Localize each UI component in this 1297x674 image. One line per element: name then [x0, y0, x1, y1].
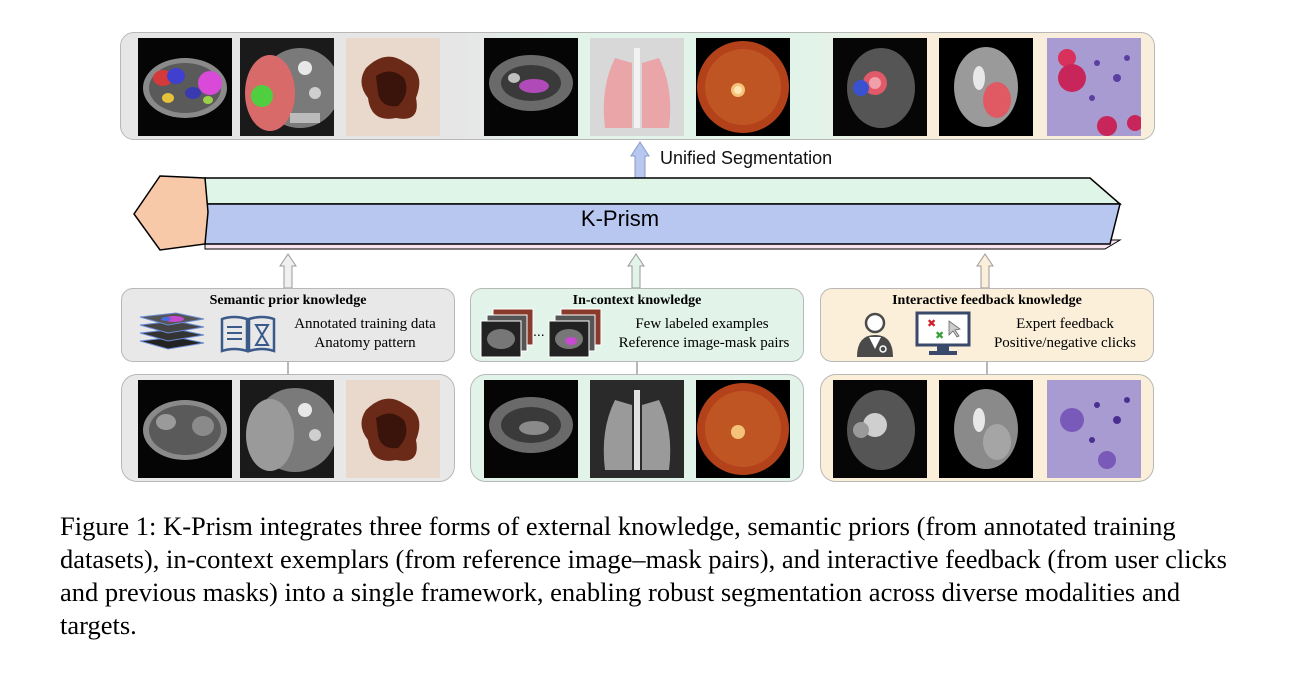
semantic-line-1: Annotated training data	[294, 316, 436, 332]
semantic-connector	[287, 362, 289, 374]
doctor-icon	[857, 312, 893, 357]
input-abdomen-mri-image	[138, 380, 232, 478]
output-cardiac-short-axis-image	[833, 38, 927, 136]
output-chest-xray-image	[590, 38, 684, 136]
interactive-line-2: Positive/negative clicks	[993, 335, 1137, 351]
output-histology-image	[1047, 38, 1141, 136]
svg-text:✖: ✖	[935, 329, 944, 342]
output-abdomen-mri-image	[138, 38, 232, 136]
incontext-connector	[636, 362, 638, 374]
unified-segmentation-label: Unified Segmentation	[660, 148, 833, 168]
input-cardiac-short-axis-image	[833, 380, 927, 478]
k-prism-shape	[133, 175, 1123, 251]
ellipsis: ...	[533, 323, 545, 339]
example-stack-icon-1	[480, 308, 534, 358]
incontext-knowledge-box: In-context knowledge ... Few labeled exa…	[470, 288, 804, 362]
interactive-line-1: Expert feedback	[1016, 316, 1114, 332]
input-abdomen-ct-image	[240, 380, 334, 478]
caption-lead: Figure 1:	[60, 511, 157, 541]
incontext-line-2: Reference image-mask pairs	[618, 335, 790, 351]
semantic-line-2: Anatomy pattern	[314, 335, 416, 351]
semantic-up-arrow	[279, 253, 297, 288]
book-icon	[220, 315, 276, 353]
svg-text:✖: ✖	[927, 317, 936, 330]
input-histology-image	[1047, 380, 1141, 478]
unified-up-arrow	[630, 141, 650, 180]
output-abdomen-ct-image	[240, 38, 334, 136]
incontext-title: In-context knowledge	[572, 293, 702, 308]
caption-text: K-Prism integrates three forms of extern…	[60, 511, 1227, 640]
input-chest-xray-image	[590, 380, 684, 478]
input-fundus-image	[696, 380, 790, 478]
semantic-knowledge-box: Semantic prior knowledge Annotated train…	[121, 288, 455, 362]
monitor-clicks-icon: ✖ ✖	[915, 311, 971, 355]
output-fundus-image	[696, 38, 790, 136]
example-stack-icon-2	[548, 308, 602, 358]
output-cardiac-mri-image	[484, 38, 578, 136]
semantic-title: Semantic prior knowledge	[209, 293, 367, 308]
output-brain-mri-image	[939, 38, 1033, 136]
interactive-up-arrow	[976, 253, 994, 288]
interactive-title: Interactive feedback knowledge	[892, 293, 1082, 308]
interactive-connector	[986, 362, 988, 374]
output-skin-lesion-image	[346, 38, 440, 136]
figure-caption: Figure 1: K-Prism integrates three forms…	[60, 510, 1250, 642]
input-brain-mri-image	[939, 380, 1033, 478]
input-skin-lesion-image	[346, 380, 440, 478]
k-prism-label: K-Prism	[580, 206, 660, 231]
stacked-slices-icon	[139, 312, 205, 350]
incontext-up-arrow	[627, 253, 645, 288]
interactive-knowledge-box: Interactive feedback knowledge ✖ ✖ Exper…	[820, 288, 1154, 362]
input-cardiac-mri-image	[484, 380, 578, 478]
incontext-line-1: Few labeled examples	[635, 316, 769, 332]
